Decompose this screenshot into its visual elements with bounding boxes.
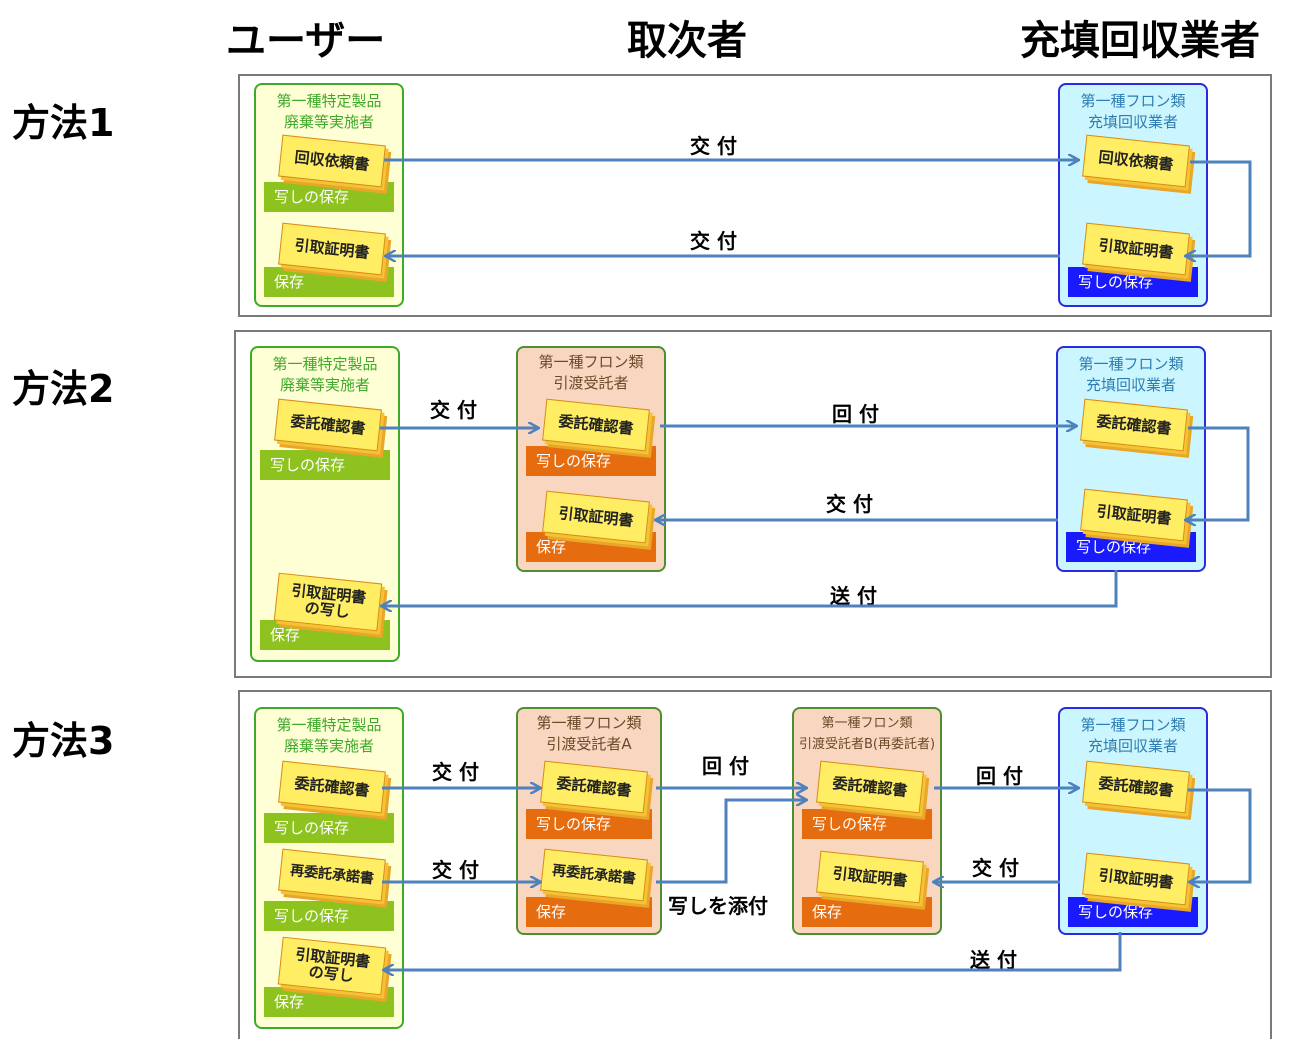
m2-user-bar-copy: 写しの保存	[260, 450, 390, 480]
m1-arrow-loop	[1186, 160, 1252, 256]
m2-arrow-send-copy	[382, 570, 1118, 606]
m2-operator-title: 第一種フロン類 充填回収業者	[1078, 355, 1184, 394]
m1-operator-title: 第一種フロン類 充填回収業者	[1080, 92, 1186, 131]
m3-flow-deliver-2: 交 付	[432, 858, 479, 882]
m2-user-title: 第一種特定製品 廃棄等実施者	[272, 355, 378, 394]
m3-flow-attach-copy: 写しを添付	[668, 894, 768, 918]
m3-agentB-title: 第一種フロン類 引渡受託者B(再委託者)	[798, 716, 936, 752]
m2-flow-route: 回 付	[832, 402, 879, 426]
m3-user-bar-copy-2: 写しの保存	[264, 901, 394, 931]
m2-flow-deliver-2: 交 付	[826, 492, 873, 516]
m3-arrow-send-copy	[384, 932, 1122, 970]
m3-user-bar-copy-1: 写しの保存	[264, 813, 394, 843]
m1-flow-deliver-1: 交 付	[690, 134, 737, 158]
m3-agentA-bar-keep: 保存	[526, 897, 652, 927]
header-user: ユーザー	[226, 18, 386, 64]
method-1-label: 方法1	[12, 101, 115, 145]
m1-flow-deliver-2: 交 付	[690, 229, 737, 253]
m2-flow-send: 送 付	[830, 584, 877, 608]
m1-user-title: 第一種特定製品 廃棄等実施者	[276, 92, 382, 131]
method-3-label: 方法3	[12, 719, 115, 763]
m3-operator-title: 第一種フロン類 充填回収業者	[1080, 716, 1186, 755]
m3-flow-route-1: 回 付	[702, 754, 749, 778]
m3-user-title: 第一種特定製品 廃棄等実施者	[276, 716, 382, 755]
m2-agent-bar-copy: 写しの保存	[526, 446, 656, 476]
m3-flow-route-2: 回 付	[976, 764, 1023, 788]
m3-agentB-bar-copy: 写しの保存	[802, 809, 932, 839]
m3-flow-send: 送 付	[970, 948, 1017, 972]
m2-flow-deliver-1: 交 付	[430, 398, 477, 422]
m3-agentA-title: 第一種フロン類 引渡受託者A	[536, 714, 642, 753]
m3-agentA-bar-copy: 写しの保存	[526, 809, 652, 839]
m1-user-bar-copy: 写しの保存	[264, 182, 394, 212]
method-2-label: 方法2	[12, 367, 115, 411]
m2-agent-title: 第一種フロン類 引渡受託者	[538, 353, 644, 392]
m3-arrow-attach-copy	[656, 800, 806, 884]
m2-arrow-loop	[1186, 426, 1250, 520]
m3-arrow-loop	[1188, 788, 1252, 882]
m3-flow-deliver-1: 交 付	[432, 760, 479, 784]
header-agent: 取次者	[627, 18, 747, 64]
m3-flow-deliver-3: 交 付	[972, 856, 1019, 880]
header-operator: 充填回収業者	[1020, 18, 1260, 64]
